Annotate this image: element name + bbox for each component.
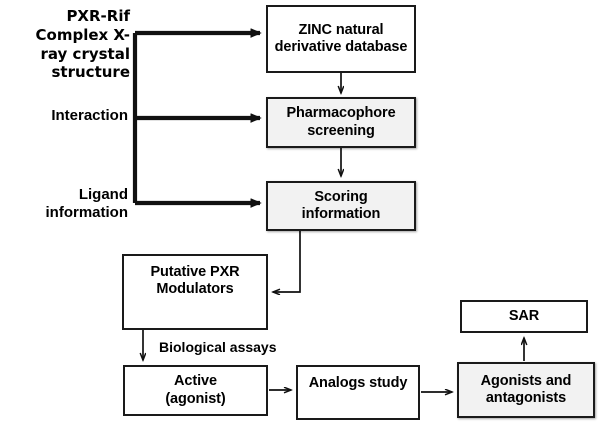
node-sar[interactable]: SAR [460, 300, 588, 333]
node-putative-pxr-modulators[interactable]: Putative PXR Modulators [122, 254, 268, 330]
node-agonists-and-antagonists[interactable]: Agonists and antagonists [457, 362, 595, 418]
node-label: Agonists and antagonists [480, 372, 572, 406]
edge-scoring-to-modulators [273, 231, 301, 292]
input-label-xray-crystal-structure: PXR-Rif Complex X- ray crystal structure [35, 7, 130, 82]
node-label: Putative PXR Modulators [150, 264, 240, 298]
node-pharmacophore-screening[interactable]: Pharmacophore screening [266, 97, 416, 148]
input-label-interaction: Interaction [51, 107, 128, 124]
node-analogs-study[interactable]: Analogs study [296, 365, 420, 420]
node-label: Analogs study [308, 375, 408, 391]
node-label: SAR [508, 307, 540, 324]
node-label: ZINC natural derivative database [274, 21, 408, 55]
edge-label-biological-assays: Biological assays [159, 339, 277, 355]
node-active-agonist[interactable]: Active (agonist) [123, 365, 268, 416]
node-label: Pharmacophore screening [286, 105, 396, 139]
node-label: Scoring information [301, 188, 381, 222]
node-scoring-information[interactable]: Scoring information [266, 181, 416, 231]
input-label-ligand-information: Ligand information [45, 186, 129, 221]
node-label: Active (agonist) [165, 373, 226, 407]
node-zinc-natural-derivative-database[interactable]: ZINC natural derivative database [266, 5, 416, 73]
